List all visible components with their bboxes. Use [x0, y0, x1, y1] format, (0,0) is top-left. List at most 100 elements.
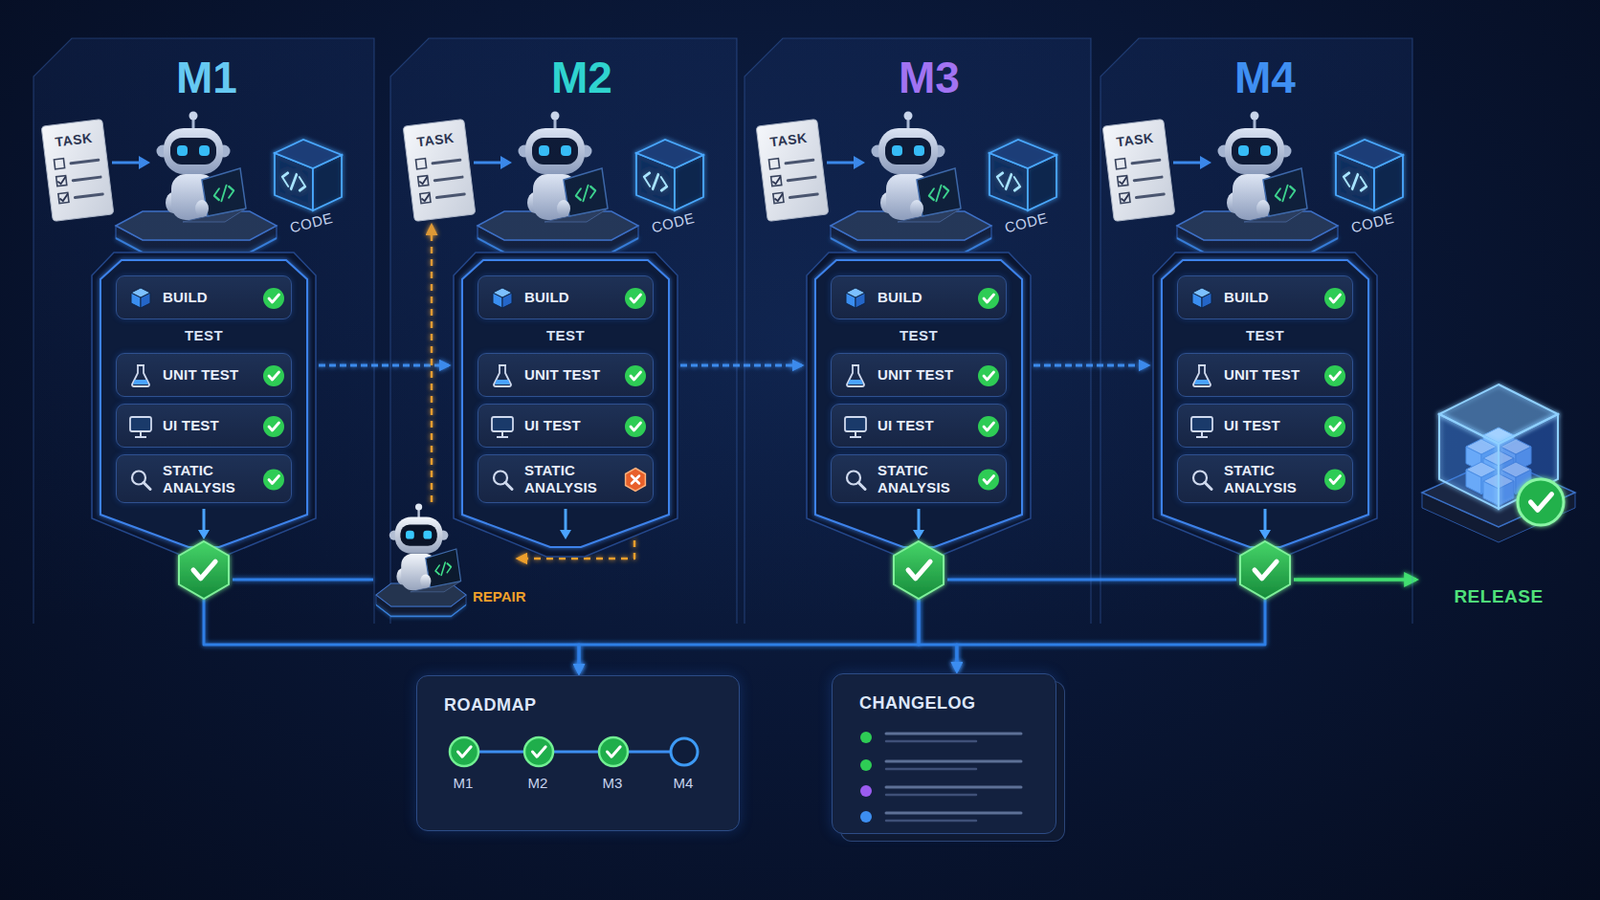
check-icon-part [844, 417, 867, 432]
code-cube-art-part [636, 139, 704, 169]
shape-art-part [1259, 530, 1271, 540]
robot-agent-part [420, 574, 431, 588]
code-glyph-part [282, 168, 306, 196]
cube-shape-part [131, 288, 151, 298]
check-row: UNIT TEST [1177, 353, 1354, 398]
code-cube-art-part [1335, 139, 1403, 169]
shape-art-part [744, 38, 1091, 624]
check-row: BUILD [477, 275, 654, 320]
check-row: STATIC ANALYSIS [1177, 454, 1354, 504]
pass-badge-part [977, 288, 1000, 310]
cube-shape-part [1192, 288, 1212, 298]
check-icon-part [133, 379, 149, 385]
check-icon [491, 417, 513, 438]
pass-badge-part [630, 294, 642, 303]
check-icon-part [1196, 431, 1208, 438]
text-slot: M2 [408, 53, 756, 103]
task-card: TASK [755, 118, 829, 222]
shape-art-part [53, 158, 65, 170]
check-icon-part [496, 431, 509, 438]
robot-pedestal-part [376, 604, 467, 617]
pass-badge-part [268, 372, 280, 380]
roadmap-card: ROADMAP [416, 675, 740, 832]
changelog-entries-part [860, 785, 872, 798]
milestone-heading: M1 [176, 53, 238, 103]
release-package: RELEASE [1418, 358, 1579, 610]
shape-art-part [806, 252, 1031, 557]
pass-badge-part [268, 422, 280, 431]
milestone-column: M3TASKCODETESTBUILDUNIT TESTUI TESTSTATI… [744, 38, 1091, 624]
milestone-column: M4TASKCODETESTBUILDUNIT TESTUI TESTSTATI… [1100, 38, 1413, 624]
check-icon-part [858, 483, 866, 490]
quality-gate-part [178, 541, 229, 600]
shape-art-part [462, 260, 669, 548]
changelog-entries-part [886, 768, 977, 772]
check-label: STATIC ANALYSIS [1223, 462, 1318, 497]
changelog-card: CHANGELOG [831, 673, 1057, 835]
card-title: ROADMAP [444, 695, 537, 716]
pass-badge-part [983, 422, 995, 431]
pass-badge [624, 416, 646, 438]
milestone-label: M3 [602, 775, 623, 792]
changelog-entries-part [886, 812, 1022, 816]
check-icon-part [493, 365, 512, 387]
check-label: BUILD [877, 288, 923, 307]
pass-badge-part [630, 422, 642, 431]
task-label: TASK [769, 130, 809, 151]
roadmap-track-part [607, 747, 622, 757]
repair-agent: REPAIR [373, 502, 515, 623]
task-card: TASK [402, 118, 476, 222]
shape-art-part [33, 38, 375, 624]
task-card: TASK [41, 118, 114, 222]
task-card: TASK [1102, 118, 1176, 222]
pass-badge-part [263, 469, 285, 491]
pass-badge [624, 365, 646, 387]
shape-art-part [772, 177, 782, 185]
shape-art-part [1161, 260, 1369, 548]
task-label: TASK [54, 130, 94, 151]
roadmap-track-part [533, 747, 547, 757]
check-icon-part [1194, 379, 1210, 385]
pass-badge-part [983, 372, 995, 380]
pass-badge-part [983, 294, 995, 303]
text-slot: BUILD [162, 276, 257, 319]
roadmap-track-part [599, 737, 628, 767]
shape-art-part [1100, 38, 1413, 624]
roadmap-track-part [458, 747, 472, 757]
quality-gate-part [908, 561, 931, 579]
shape-art-part [57, 177, 67, 185]
shape-art-part [91, 252, 316, 557]
check-icon-part [134, 431, 147, 438]
shape-art-part [415, 158, 426, 170]
check-label: STATIC ANALYSIS [877, 462, 972, 497]
pass-badge [1324, 469, 1346, 491]
pipeline-panel: TESTBUILDUNIT TESTUI TESTSTATIC ANALYSIS [811, 260, 1026, 600]
shape-art-part [72, 177, 101, 181]
check-label: UNIT TEST [877, 366, 954, 384]
code-cube-art [1335, 139, 1403, 211]
changelog-entries-part [886, 733, 1022, 736]
check-icon-part [849, 431, 862, 438]
check-icon [493, 471, 512, 490]
check-icon-part [846, 365, 865, 387]
changelog-entries-part [886, 740, 977, 744]
roadmap-track-part [524, 737, 554, 767]
check-row: UNIT TEST [477, 353, 654, 398]
text-slot: STATIC ANALYSIS [877, 455, 972, 503]
check-icon-part [130, 417, 152, 432]
pass-badge-part [624, 288, 646, 310]
pass-badge-part [1517, 479, 1564, 526]
code-cube-art [636, 139, 704, 211]
text-slot: M3 [602, 775, 623, 793]
pass-badge-part [1330, 476, 1341, 485]
check-row: STATIC ANALYSIS [115, 454, 292, 504]
shape-art-part [912, 530, 925, 540]
pass-badge [263, 469, 285, 491]
shape-art-part [785, 159, 814, 164]
robot-agent-part [422, 531, 432, 540]
check-label: UI TEST [1223, 417, 1281, 435]
text-slot: CHANGELOG [859, 693, 977, 714]
shape-art-part [1118, 177, 1129, 185]
shape-art-part [789, 194, 818, 199]
